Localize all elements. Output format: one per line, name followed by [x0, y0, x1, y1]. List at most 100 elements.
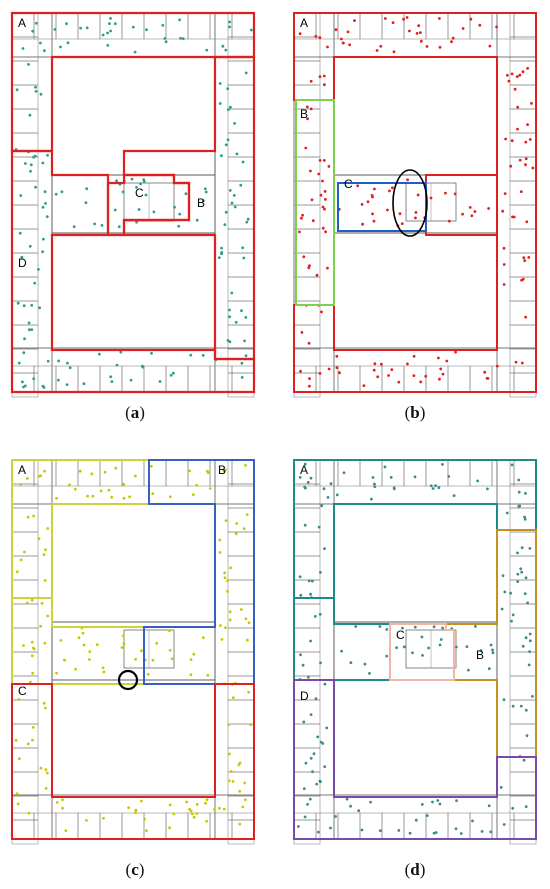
sensor-dot [28, 113, 32, 117]
sensor-dot [34, 90, 38, 93]
sensor-dot [453, 192, 457, 196]
sensor-dot [43, 49, 46, 53]
sensor-dot [297, 825, 300, 828]
sensor-dot [388, 189, 391, 193]
room-wall [509, 276, 537, 302]
room-wall [11, 156, 39, 182]
sensor-dot [415, 32, 419, 35]
sensor-dot [526, 123, 529, 126]
sensor-dot [41, 384, 45, 388]
room-wall [425, 459, 449, 487]
sensor-dot [383, 465, 387, 469]
sensor-dot [469, 17, 473, 21]
sensor-dot [208, 487, 212, 490]
sensor-dot [437, 486, 441, 490]
room-wall [491, 459, 515, 487]
room-wall [509, 324, 537, 350]
sensor-dot [245, 513, 249, 516]
sensor-dot [378, 829, 382, 833]
sensor-dot [137, 208, 141, 211]
zones-c [11, 459, 255, 840]
zone-c-outline [389, 623, 455, 681]
room-wall [293, 204, 321, 230]
sensor-dot [86, 494, 89, 498]
sensor-dot [93, 222, 96, 226]
sensor-dot [234, 532, 238, 536]
sensor-dot [366, 200, 370, 204]
sensor-dot [326, 266, 329, 270]
sensor-dot [438, 17, 441, 20]
sensor-dot [504, 137, 507, 141]
sensor-dot [506, 73, 509, 77]
room-wall [293, 252, 321, 278]
sensor-dot [408, 831, 412, 835]
sensor-dot [242, 527, 246, 531]
room-wall [11, 699, 39, 725]
sensor-dot [245, 220, 249, 224]
sensor-dot [32, 377, 36, 381]
sensor-dot [20, 255, 24, 259]
sensor-dot [30, 654, 34, 658]
sensor-dot [373, 187, 376, 191]
room-wall [227, 84, 255, 110]
sensor-dot [321, 205, 325, 209]
courtyard-wall [51, 56, 216, 176]
sensor-dot [421, 654, 424, 657]
sensor-dot [235, 152, 239, 156]
zone-b-label: B [300, 107, 308, 121]
sensor-dot [233, 122, 237, 125]
caption-c: (c) [125, 860, 145, 879]
sensor-dot [509, 591, 512, 595]
sensor-dot [335, 354, 339, 358]
sensor-dot [88, 658, 91, 661]
sensor-dot [527, 256, 531, 259]
sensor-dot [21, 380, 24, 384]
room-wall [227, 771, 255, 797]
room-wall [165, 12, 189, 40]
room-wall [11, 84, 39, 110]
sensor-dot [168, 495, 172, 499]
sensor-dot [65, 22, 68, 26]
room-wall [143, 459, 167, 487]
sensor-dot [46, 527, 50, 530]
room-wall [33, 12, 57, 40]
sensor-dot [79, 26, 82, 30]
sensor-dot [46, 359, 50, 363]
sensor-dot [371, 212, 374, 216]
room-wall [491, 365, 515, 393]
room-wall [359, 812, 383, 840]
sensor-dot [152, 210, 156, 214]
floorplan-panel-b: A B C [286, 5, 550, 425]
sensor-dot [528, 632, 532, 636]
room-wall [293, 627, 321, 653]
room-wall [227, 507, 255, 533]
sensor-dot [22, 385, 25, 389]
room-wall [293, 60, 321, 86]
sensor-dot [519, 190, 523, 194]
wing-wall [293, 12, 537, 58]
sensor-dot [439, 638, 443, 641]
wing-wall [293, 459, 537, 505]
sensor-dot [39, 624, 42, 628]
sensor-dot [338, 371, 341, 375]
sensor-dot [420, 635, 424, 639]
sensor-dot [206, 469, 209, 473]
sensor-dot [218, 102, 222, 105]
sensor-dot [206, 673, 210, 677]
sensor-dot [349, 804, 352, 808]
room-wall [11, 228, 39, 254]
sensor-dot [134, 808, 138, 812]
sensor-dot [340, 37, 343, 41]
sensor-dot [417, 24, 421, 28]
sensor-dot [189, 658, 193, 661]
sensor-dot [29, 680, 32, 684]
room-wall [11, 324, 39, 350]
sensor-dot [55, 801, 59, 804]
sensor-dot [451, 36, 455, 40]
sensor-dot [373, 362, 377, 366]
sensor-dot [228, 618, 232, 622]
sensor-dot [102, 816, 105, 820]
sensor-dot [473, 210, 477, 213]
sensor-dot [519, 567, 523, 571]
sensor-dot [487, 667, 491, 671]
